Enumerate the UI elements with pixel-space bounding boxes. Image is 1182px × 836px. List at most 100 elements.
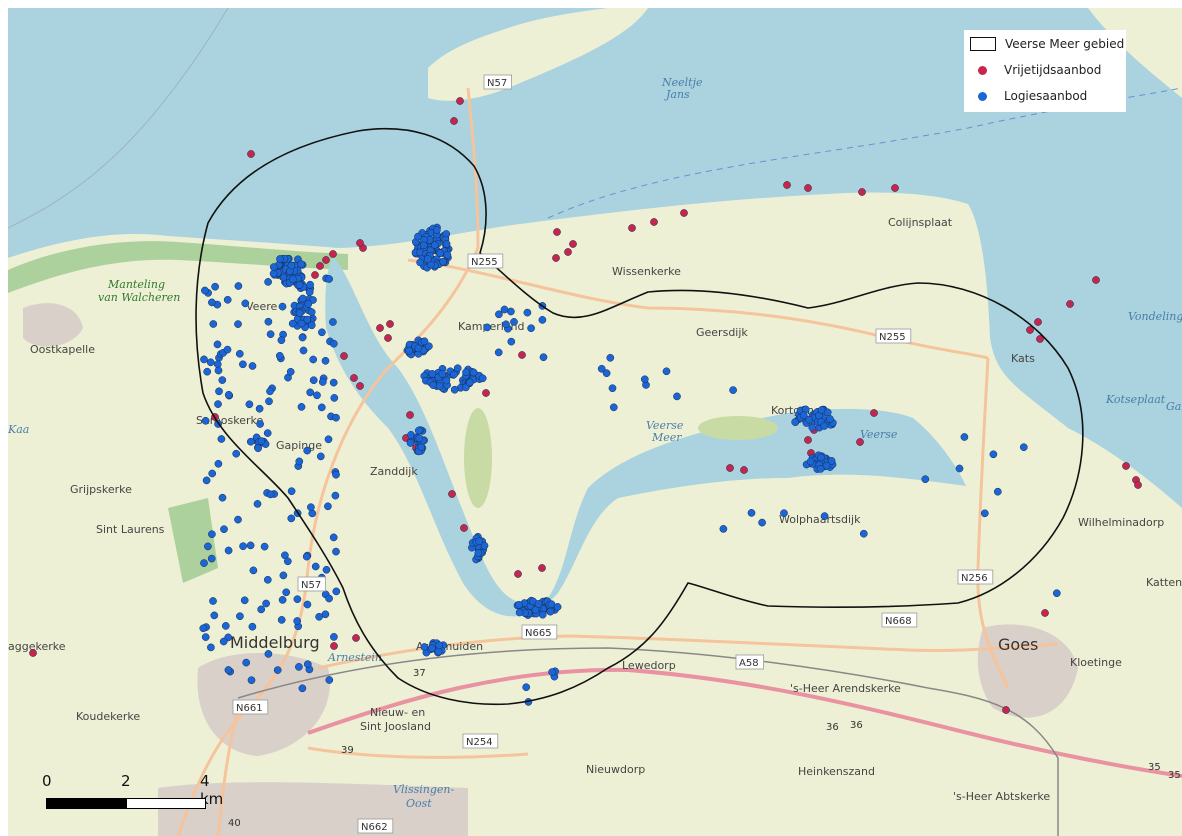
lodging-point — [298, 684, 307, 693]
lodging-point — [269, 269, 278, 278]
road-label: N256 — [961, 573, 988, 584]
lodging-point — [430, 241, 439, 249]
place-label-wolphaartsdijk: Wolphaartsdijk — [779, 513, 861, 526]
lodging-point — [453, 364, 462, 373]
lodging-point — [207, 643, 215, 652]
lodging-point — [288, 275, 297, 284]
road-shield-n668: N668 — [881, 612, 918, 628]
lodging-point — [313, 391, 321, 400]
place-label-nieuw-sint-joosland-1: Nieuw- en — [370, 706, 425, 719]
legend-item-leisure: Vrijetijdsaanbod — [970, 61, 1101, 79]
legend-label-leisure: Vrijetijdsaanbod — [1004, 63, 1102, 77]
lodging-point — [287, 514, 296, 523]
place-label-koudekerke: Koudekerke — [76, 710, 140, 723]
road-shield-n254: N254 — [462, 733, 499, 749]
lodging-point — [442, 376, 451, 385]
lodging-point — [298, 333, 307, 342]
place-label-neeltje-jans-1: Neeltje — [661, 76, 703, 89]
lodging-point — [330, 394, 339, 402]
leisure-point — [450, 117, 458, 125]
lodging-point — [224, 390, 233, 399]
road-n661 — [216, 707, 240, 836]
lodging-point — [980, 509, 989, 518]
lake-island-2 — [698, 416, 778, 440]
leisure-point — [858, 188, 866, 196]
lodging-point — [202, 476, 211, 485]
place-label-kats: Kats — [1011, 352, 1035, 365]
lodging-point — [264, 317, 273, 326]
leisure-point — [384, 334, 392, 342]
lodging-point — [428, 644, 436, 653]
lodging-point — [502, 320, 510, 329]
leisure-point — [1134, 481, 1142, 489]
leisure-point — [386, 320, 394, 328]
lodging-point — [419, 241, 428, 250]
road-shield-n662: N662 — [357, 818, 394, 834]
leisure-point — [1036, 335, 1044, 343]
scale-label-0: 0 — [42, 772, 52, 790]
lodging-point — [823, 408, 832, 417]
lodging-point — [469, 368, 478, 377]
lodging-point — [955, 464, 964, 473]
road-label: N662 — [361, 822, 388, 833]
lodging-point — [224, 546, 233, 555]
lodging-point — [318, 328, 326, 337]
lodging-point — [546, 607, 555, 616]
lodging-point — [859, 529, 868, 538]
lodging-point — [439, 257, 448, 266]
land-north-island — [428, 8, 648, 101]
lodging-point — [443, 251, 452, 259]
lodging-point — [425, 342, 433, 351]
road-label: N661 — [236, 703, 263, 714]
lodging-point — [597, 364, 606, 373]
lodging-point — [232, 449, 241, 458]
lodging-point — [960, 433, 969, 441]
road-shield-n665: N665 — [521, 624, 558, 640]
lodging-point — [207, 554, 216, 563]
lodging-point — [295, 281, 304, 289]
lodging-point — [245, 400, 254, 409]
lodging-point — [253, 500, 262, 508]
place-label-veere: Veere — [246, 300, 277, 313]
lodging-point — [257, 437, 266, 445]
place-label-nieuw-sint-joosland-2: Sint Joosland — [360, 720, 431, 733]
lodging-point — [239, 360, 247, 369]
lodging-point — [295, 309, 304, 317]
lodging-point — [200, 559, 208, 567]
lodging-point — [325, 676, 334, 684]
road-label: N57 — [301, 580, 321, 591]
lodging-point — [423, 255, 432, 263]
lodging-point — [332, 587, 341, 596]
lodging-point — [299, 346, 308, 355]
lodging-point — [332, 547, 340, 556]
blue-dot-icon — [978, 91, 987, 101]
lodging-point — [539, 353, 548, 362]
lodging-point — [298, 294, 307, 303]
route-number: 39 — [341, 745, 354, 756]
lodging-point — [500, 305, 509, 314]
lodging-point — [415, 434, 424, 443]
leisure-point — [514, 570, 522, 578]
leisure-point — [628, 224, 636, 232]
lodging-point — [640, 375, 649, 384]
lodging-point — [224, 666, 233, 674]
lodging-point — [435, 382, 444, 390]
lodging-point — [295, 663, 303, 671]
place-label-colijnsplaat: Colijnsplaat — [888, 216, 953, 229]
lodging-point — [522, 683, 531, 692]
lodging-point — [246, 437, 255, 446]
lodging-point — [288, 319, 297, 328]
leisure-point — [482, 389, 490, 397]
lodging-point — [287, 487, 296, 496]
lodging-point — [322, 565, 331, 574]
lodging-point — [283, 557, 292, 566]
lodging-point — [805, 415, 813, 424]
leisure-point — [376, 324, 384, 332]
place-label-goes: Goes — [998, 635, 1038, 654]
leisure-point — [29, 649, 37, 657]
place-label-sint-laurens: Sint Laurens — [96, 523, 165, 536]
lodging-point — [279, 571, 288, 580]
leisure-point — [316, 262, 324, 270]
lodging-point — [429, 381, 438, 389]
